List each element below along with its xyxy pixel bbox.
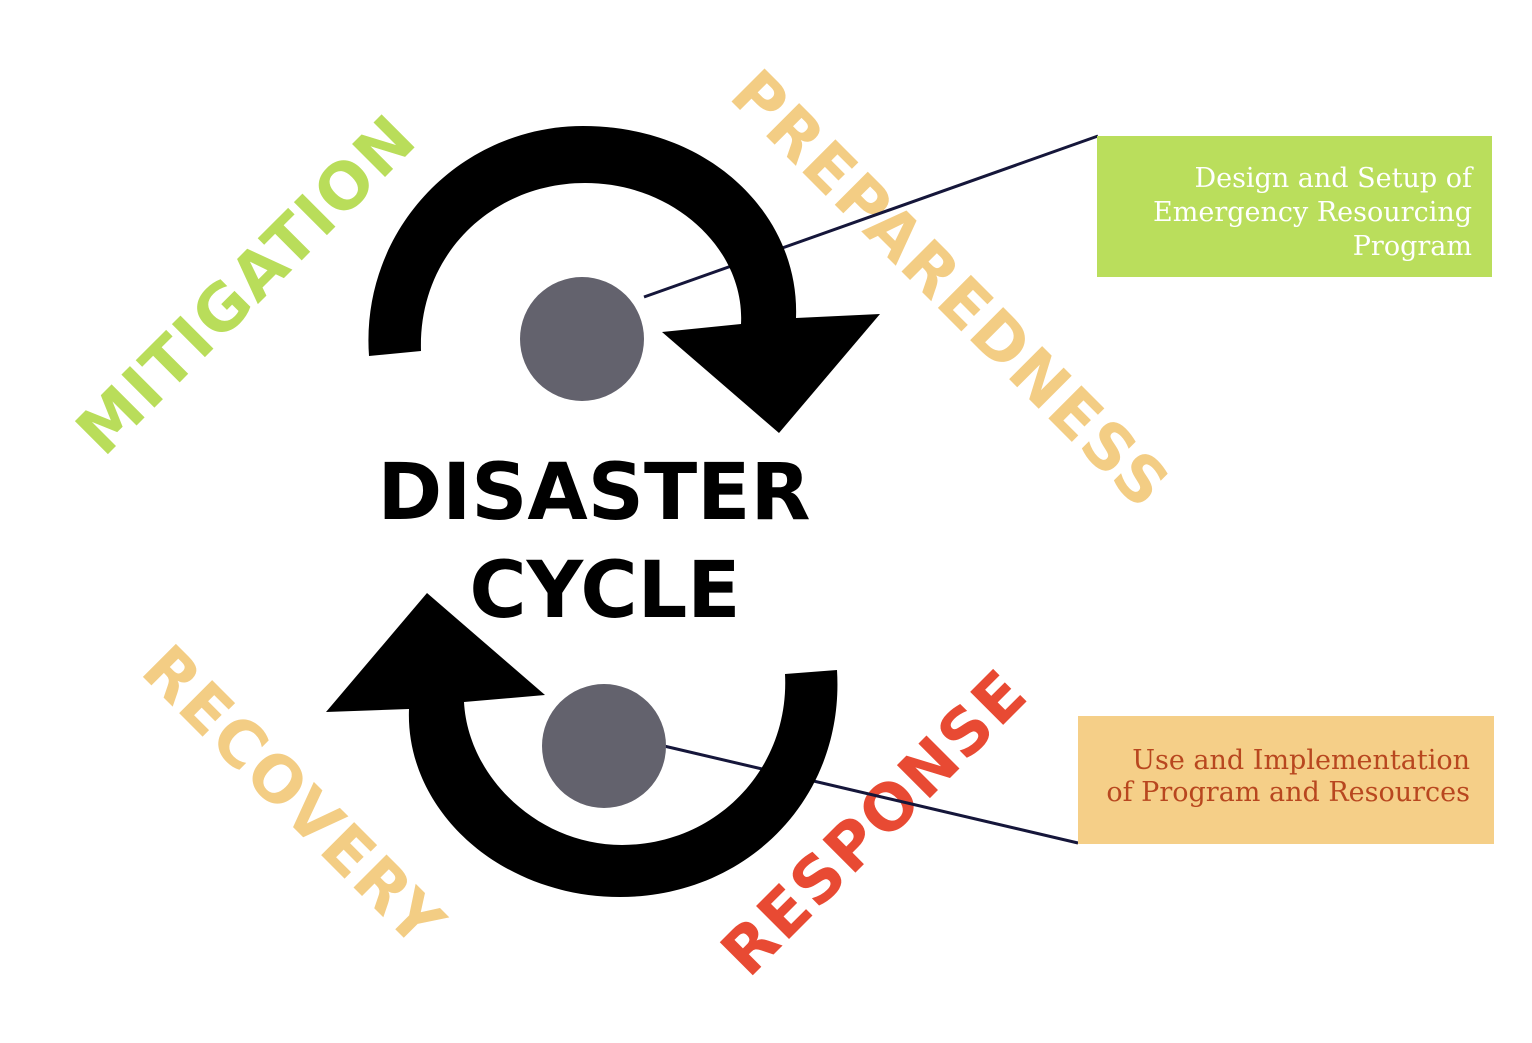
callout-top-line-2: Emergency Resourcing: [1153, 197, 1472, 228]
diagram-title-line2: CYCLE: [469, 546, 740, 636]
diagram-title-line1: DISASTER: [377, 448, 810, 538]
callout-top-line-3: Program: [1352, 231, 1472, 262]
node-upper: [520, 277, 644, 401]
callout-response-description: Use and Implementation of Program and Re…: [1078, 716, 1494, 844]
connector-line-top: [643, 134, 1099, 299]
callout-preparedness-description: Design and Setup of Emergency Resourcing…: [1097, 136, 1492, 277]
lower-cycle-arrow: [326, 593, 838, 897]
connector-line-bottom: [663, 744, 1079, 845]
node-lower: [542, 684, 666, 808]
callout-top-line-1: Design and Setup of: [1194, 163, 1472, 194]
callout-bottom-line-1: Use and Implementation: [1132, 745, 1470, 776]
upper-cycle-arrow: [368, 126, 880, 433]
callout-bottom-line-2: of Program and Resources: [1106, 777, 1470, 808]
